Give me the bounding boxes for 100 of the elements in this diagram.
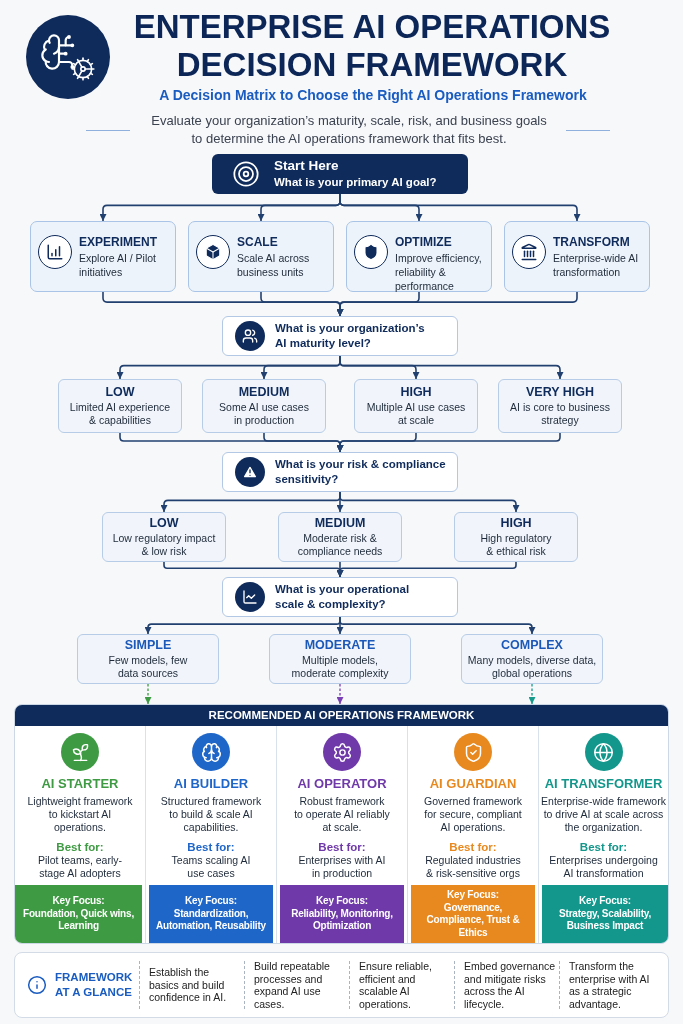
option-box (102, 512, 226, 562)
framework-name: AI BUILDER (173, 776, 249, 792)
key-focus-band (149, 885, 273, 943)
key-focus-band (542, 885, 668, 943)
goal-option-card (30, 221, 176, 292)
option-title: VERY HIGH (525, 384, 595, 400)
dashed-arrow (336, 683, 344, 705)
option-description: Enterprise-wide AI transformation (553, 251, 640, 279)
option-description: AI is core to business strategy (509, 400, 611, 428)
key-focus-text: Standardization, Automation, Reusability (155, 907, 267, 933)
connector-arrow (339, 616, 536, 635)
panel-header: RECOMMENDED AI OPERATIONS FRAMEWORK (15, 705, 668, 726)
option-title: MODERATE (304, 637, 376, 653)
question-box (222, 452, 458, 492)
best-for-label: Best for: (579, 840, 628, 854)
option-title: SCALE (237, 235, 279, 250)
option-box (454, 512, 578, 562)
summary-text: Establish the basics and build confidence in AI. (149, 966, 228, 1004)
option-description: Improve efficiency, reliability & performance (395, 251, 483, 293)
framework-card (277, 726, 407, 943)
connector-arrow (336, 561, 517, 578)
option-description: Moderate risk & compliance needs (296, 531, 384, 559)
summary-text: Ensure reliable, efficient and scalable AI operations. (359, 960, 433, 1010)
dashed-arrow (528, 683, 536, 705)
connector-arrow (339, 355, 564, 380)
framework-name: AI GUARDIAN (429, 776, 517, 792)
option-title: HIGH (500, 515, 532, 531)
recommendation-panel (14, 704, 669, 944)
framework-description: Structured framework to build & scale AI capabilities. (159, 795, 263, 834)
key-focus-label: Key Focus: (579, 895, 631, 908)
key-focus-text: Foundation, Quick wins, Learning (22, 907, 135, 933)
option-title: LOW (105, 384, 135, 400)
option-title: MEDIUM (238, 384, 290, 400)
framework-card (15, 726, 145, 943)
option-title: TRANSFORM (553, 235, 631, 250)
glance-heading: FRAMEWORK AT A GLANCE (55, 970, 134, 1000)
best-for-text: Enterprises with AI in production (297, 854, 387, 880)
summary-text: Build repeatable processes and expand AI use cases. (254, 960, 331, 1010)
option-description: Some AI use cases in production (218, 400, 310, 428)
option-title: COMPLEX (501, 637, 563, 653)
option-box (278, 512, 402, 562)
option-description: Multiple models, moderate complexity (290, 653, 390, 681)
option-box (354, 379, 478, 433)
connector-arrow (339, 193, 581, 222)
key-focus-band (280, 885, 404, 943)
option-description: Few models, few data sources (107, 653, 189, 681)
subtitle: A Decision Matrix to Choose the Right AI Operations Framework (159, 87, 587, 104)
best-for-label: Best for: (449, 840, 497, 854)
framework-description: Lightweight framework to kickstart AI operations. (26, 795, 134, 834)
option-description: Many models, diverse data, global operations (466, 653, 598, 681)
question-box (222, 316, 458, 356)
summary-panel (14, 952, 669, 1018)
option-description: Scale AI across business units (237, 251, 311, 279)
dashed-arrow (144, 683, 152, 705)
option-title: MEDIUM (314, 515, 366, 531)
best-for-text: Enterprises undergoing AI transformation (548, 854, 659, 880)
framework-description: Enterprise-wide framework to drive AI at scale across the organization. (540, 795, 667, 834)
option-description: Explore AI / Pilot initiatives (79, 251, 158, 279)
goal-option-card (346, 221, 492, 292)
option-title: EXPERIMENT (79, 235, 158, 250)
option-box (77, 634, 219, 684)
start-question: What is your primary AI goal? (274, 175, 437, 190)
option-title: OPTIMIZE (395, 235, 453, 250)
option-box (202, 379, 326, 433)
option-description: Low regulatory impact & low risk (111, 531, 217, 559)
option-title: SIMPLE (124, 637, 172, 653)
start-box (212, 154, 468, 194)
best-for-label: Best for: (318, 840, 366, 854)
option-box (58, 379, 182, 433)
best-for-label: Best for: (56, 840, 104, 854)
framework-name: AI STARTER (41, 776, 119, 792)
best-for-text: Teams scaling AI use cases (170, 854, 252, 880)
question-text: What is your operational scale & complexity? (275, 582, 411, 612)
key-focus-text: Governance, Compliance, Trust & Ethics (425, 901, 521, 939)
start-title: Start Here (274, 158, 340, 174)
key-focus-band (411, 885, 535, 943)
framework-name: AI TRANSFORMER (544, 776, 663, 792)
key-focus-label: Key Focus: (185, 895, 237, 908)
question-box (222, 577, 458, 617)
key-focus-text: Reliability, Monitoring, Optimization (290, 907, 394, 933)
title: ENTERPRISE AI OPERATIONS DECISION FRAMEWORK (132, 8, 612, 84)
best-for-text: Regulated industries & risk-sensitive orgs (424, 854, 522, 880)
framework-name: AI OPERATOR (297, 776, 387, 792)
connector-arrow (339, 491, 520, 513)
option-box (498, 379, 622, 433)
option-box (461, 634, 603, 684)
framework-description: Robust framework to operate AI reliably at scale. (294, 795, 390, 834)
best-for-text: Pilot teams, early-stage AI adopters (37, 854, 123, 880)
question-text: What is your risk & compliance sensitivity? (275, 457, 447, 487)
framework-card (408, 726, 538, 943)
key-focus-label: Key Focus: (447, 889, 499, 902)
option-title: HIGH (400, 384, 432, 400)
goal-option-card (188, 221, 334, 292)
connector-arrow (336, 291, 578, 317)
option-description: Limited AI experience & capabilities (68, 400, 172, 428)
key-focus-text: Strategy, Scalability, Business Impact (558, 907, 652, 933)
framework-card (539, 726, 668, 943)
framework-description: Governed framework for secure, compliant AI operations. (422, 795, 523, 834)
key-focus-label: Key Focus: (52, 895, 105, 908)
intro-text: Evaluate your organization’s maturity, scale, risk, and business goals to determine the AI operations framework that fits best. (150, 112, 548, 148)
